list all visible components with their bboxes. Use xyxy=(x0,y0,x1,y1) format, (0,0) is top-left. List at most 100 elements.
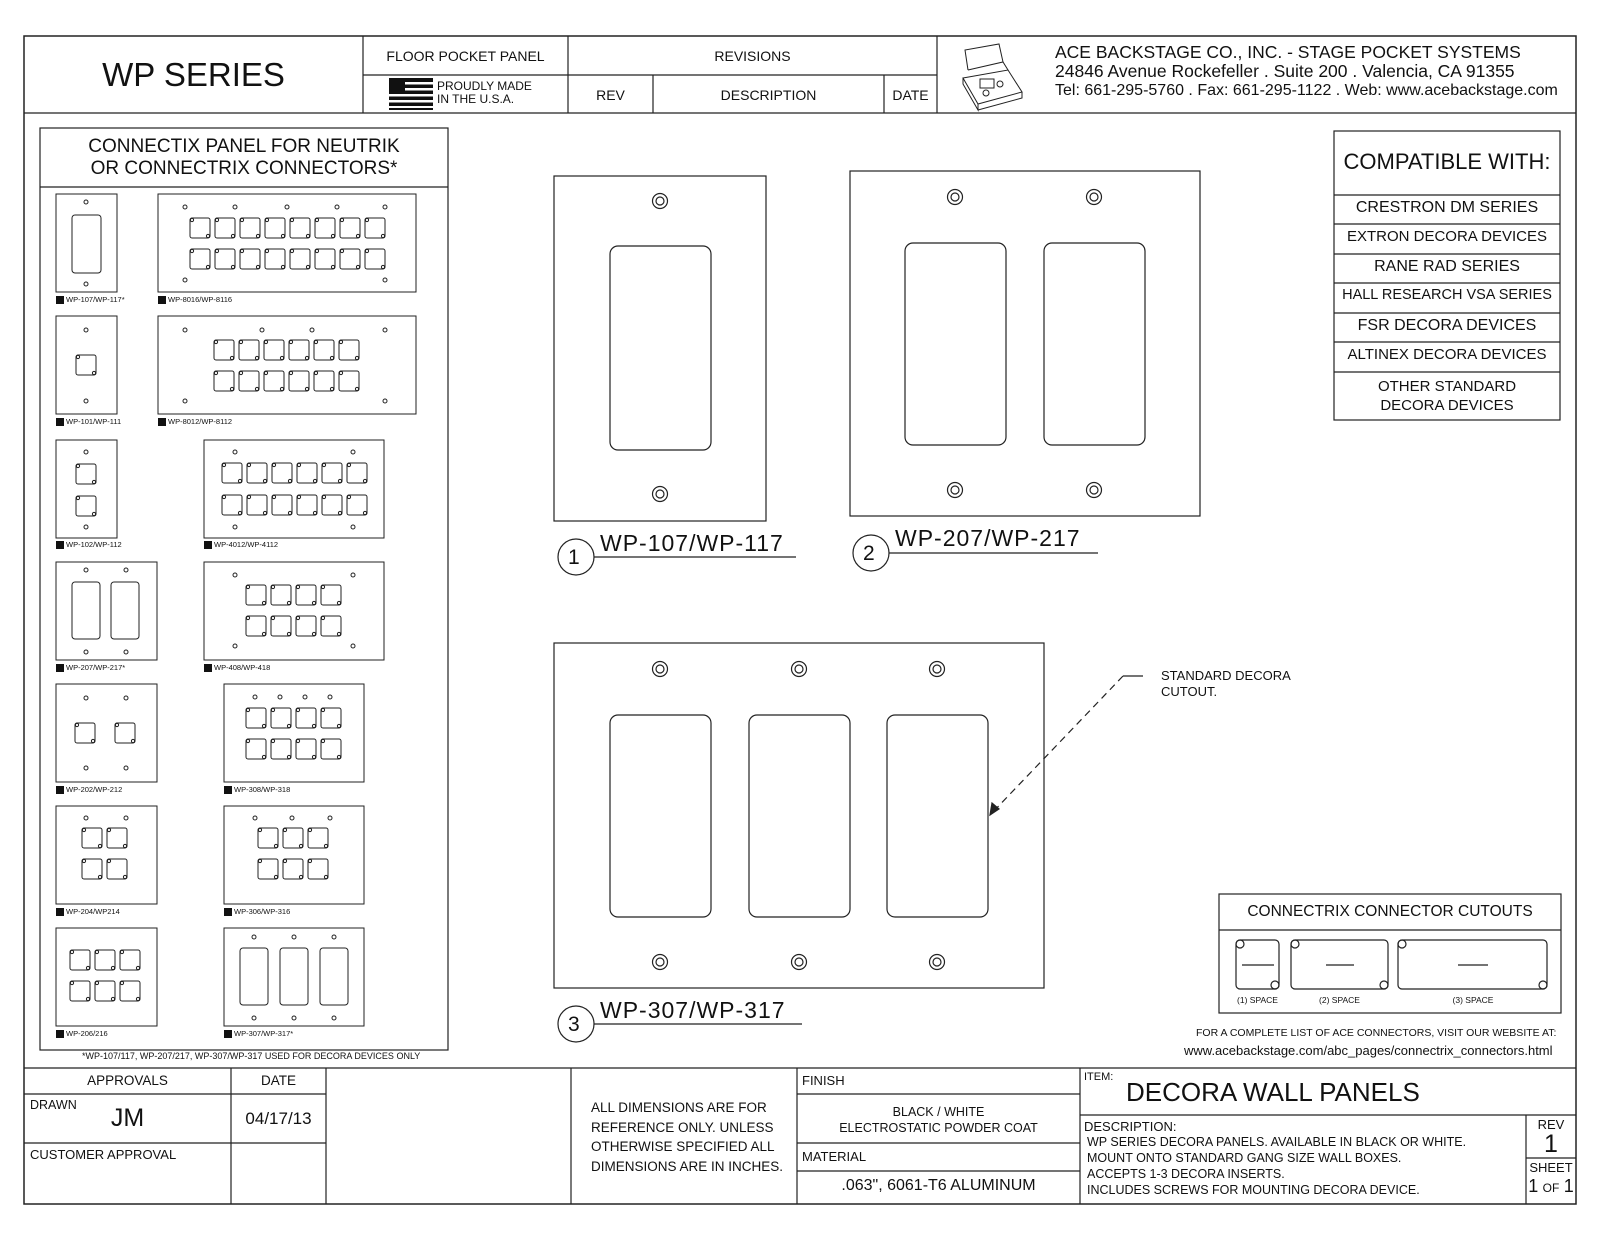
material-label: MATERIAL xyxy=(802,1149,867,1164)
thumb-label-wp107: WP-107/WP-117* xyxy=(56,296,125,304)
company-info: ACE BACKSTAGE CO., INC. - STAGE POCKET S… xyxy=(1055,43,1558,100)
rev-label: REV xyxy=(1537,1117,1565,1132)
rev-col: REV xyxy=(596,87,625,103)
thumb-label-wp202: WP-202/WP-212 xyxy=(56,786,122,794)
description-line-2: MOUNT ONTO STANDARD GANG SIZE WALL BOXES… xyxy=(1087,1151,1402,1165)
desc-col: DESCRIPTION xyxy=(720,87,817,103)
compatible-heading: COMPATIBLE WITH: xyxy=(1343,149,1551,174)
revisions-label: REVISIONS xyxy=(714,48,791,64)
company-name: ACE BACKSTAGE CO., INC. - STAGE POCKET S… xyxy=(1055,42,1521,62)
connectix-heading-line-2: OR CONNECTRIX CONNECTORS* xyxy=(90,158,398,179)
description-line-4: INCLUDES SCREWS FOR MOUNTING DECORA DEVI… xyxy=(1087,1183,1420,1197)
product-label: FLOOR POCKET PANEL xyxy=(386,48,545,64)
sheet-border xyxy=(23,35,1577,1205)
compatible-item: FSR DECORA DEVICES xyxy=(1357,317,1537,334)
thumb-label-wp307: WP-307/WP-317* xyxy=(224,1030,293,1038)
drawing-2-label: WP-207/WP-217 xyxy=(895,525,1081,551)
drawing-1-label: WP-107/WP-117 xyxy=(600,530,784,556)
description-text: WP SERIES DECORA PANELS. AVAILABLE IN BL… xyxy=(1087,1134,1466,1198)
compatible-other-line-1: OTHER STANDARD xyxy=(1377,378,1517,395)
thumb-label-wp308: WP-308/WP-318 xyxy=(224,786,290,794)
dims-line-1: ALL DIMENSIONS ARE FOR xyxy=(591,1100,767,1115)
usa-flag-icon xyxy=(389,78,433,110)
dims-line-4: DIMENSIONS ARE IN INCHES. xyxy=(591,1158,784,1174)
thumb-label-wp306: WP-306/WP-316 xyxy=(224,908,290,916)
thumb-label-wp207: WP-207/WP-217* xyxy=(56,664,125,672)
cutouts-box xyxy=(1218,893,1562,1014)
item-value: DECORA WALL PANELS xyxy=(1126,1077,1420,1107)
description-line-3: ACCEPTS 1-3 DECORA INSERTS. xyxy=(1087,1167,1285,1181)
space-1-label: (1) SPACE xyxy=(1237,995,1278,1005)
connectix-heading-line-1: CONNECTIX PANEL FOR NEUTRIK xyxy=(88,136,400,157)
thumb-label-wp8012: WP-8012/WP-8112 xyxy=(158,418,232,426)
decora-cutout-callout: STANDARD DECORA CUTOUT. xyxy=(1161,668,1291,700)
connectix-heading: CONNECTIX PANEL FOR NEUTRIK OR CONNECTRI… xyxy=(40,136,448,180)
approvals-label: APPROVALS xyxy=(87,1073,168,1088)
drawing-3-label: WP-307/WP-317 xyxy=(600,997,786,1023)
compatible-item: RANE RAD SERIES xyxy=(1374,258,1520,275)
drawn-by: JM xyxy=(110,1104,145,1132)
sheet-number: 1 xyxy=(1528,1176,1539,1196)
space-3-label: (3) SPACE xyxy=(1452,995,1494,1005)
floor-pocket-icon xyxy=(962,43,1023,112)
thumb-label-wp4012: WP-4012/WP-4112 xyxy=(204,541,278,549)
company-contact: Tel: 661-295-5760 . Fax: 661-295-1122 . … xyxy=(1055,82,1558,99)
callout-line-2: CUTOUT. xyxy=(1161,684,1218,699)
material-value: .063", 6061-T6 ALUMINUM xyxy=(841,1177,1036,1194)
made-in-usa: PROUDLY MADE IN THE U.S.A. xyxy=(437,80,532,106)
dims-line-3: OTHERWISE SPECIFIED ALL xyxy=(591,1139,775,1154)
connectix-panel-box xyxy=(39,127,449,1051)
drawn-date: 04/17/13 xyxy=(245,1109,312,1128)
drawn-label: DRAWN xyxy=(30,1098,77,1112)
thumb-label-wp102: WP-102/WP-112 xyxy=(56,541,122,549)
dims-line-2: REFERENCE ONLY. UNLESS xyxy=(591,1119,774,1135)
sheet-of: OF xyxy=(1542,1181,1560,1195)
compatible-item: ALTINEX DECORA DEVICES xyxy=(1347,346,1547,363)
finish-label: FINISH xyxy=(802,1073,845,1088)
finish-line-2: ELECTROSTATIC POWDER COAT xyxy=(839,1121,1038,1135)
thumb-label-wp408: WP-408/WP-418 xyxy=(204,664,270,672)
thumb-label-wp101: WP-101/WP-111 xyxy=(56,418,121,426)
rev-value: 1 xyxy=(1544,1130,1558,1158)
compatible-item: CRESTRON DM SERIES xyxy=(1355,199,1539,216)
compatible-other-line-2: DECORA DEVICES xyxy=(1380,397,1514,414)
compatible-item-other: OTHER STANDARD DECORA DEVICES xyxy=(1334,377,1560,415)
sheet-total: 1 xyxy=(1563,1176,1574,1196)
thumb-label-wp204: WP-204/WP214 xyxy=(56,908,120,916)
wp-307-drawing xyxy=(553,642,1045,1043)
made-in-line-1: PROUDLY MADE xyxy=(437,79,532,93)
company-address: 24846 Avenue Rockefeller . Suite 200 . V… xyxy=(1055,61,1515,81)
date-label: DATE xyxy=(260,1073,296,1088)
description-label: DESCRIPTION: xyxy=(1084,1119,1177,1134)
drawing-1-number: 1 xyxy=(568,546,580,569)
website-url[interactable]: www.acebackstage.com/abc_pages/connectri… xyxy=(1184,1043,1553,1058)
compatible-table xyxy=(1333,130,1561,421)
wp-207-drawing xyxy=(849,170,1201,572)
thumb-label-wp206: WP-206/216 xyxy=(56,1030,108,1038)
drawing-2-number: 2 xyxy=(863,542,875,565)
item-label: ITEM: xyxy=(1084,1071,1114,1083)
sheet-value: 1 OF 1 xyxy=(1526,1176,1576,1197)
customer-approval-label: CUSTOMER APPROVAL xyxy=(30,1147,177,1162)
series-title: WP SERIES xyxy=(102,56,285,93)
callout-leader xyxy=(989,675,1143,817)
description-line-1: WP SERIES DECORA PANELS. AVAILABLE IN BL… xyxy=(1087,1135,1467,1149)
wp-107-drawing xyxy=(553,175,796,576)
cutouts-heading: CONNECTRIX CONNECTOR CUTOUTS xyxy=(1247,903,1533,920)
decora-footnote: *WP-107/117, WP-207/217, WP-307/WP-317 U… xyxy=(82,1051,421,1061)
thumb-label-wp8016: WP-8016/WP-8116 xyxy=(158,296,232,304)
website-note: FOR A COMPLETE LIST OF ACE CONNECTORS, V… xyxy=(1196,1027,1557,1039)
drawing-3-number: 3 xyxy=(568,1013,580,1036)
compatible-item: HALL RESEARCH VSA SERIES xyxy=(1342,287,1552,303)
finish-value: BLACK / WHITE ELECTROSTATIC POWDER COAT xyxy=(797,1104,1080,1136)
bottom-title-block xyxy=(24,1067,1576,1204)
callout-line-1: STANDARD DECORA xyxy=(1161,668,1291,683)
made-in-line-2: IN THE U.S.A. xyxy=(437,92,515,106)
finish-line-1: BLACK / WHITE xyxy=(892,1105,985,1119)
space-2-label: (2) SPACE xyxy=(1319,995,1360,1005)
sheet-label: SHEET xyxy=(1529,1160,1573,1175)
compatible-item: EXTRON DECORA DEVICES xyxy=(1346,228,1548,245)
dimensions-note: ALL DIMENSIONS ARE FOR REFERENCE ONLY. U… xyxy=(591,1098,783,1176)
date-col: DATE xyxy=(892,87,929,103)
